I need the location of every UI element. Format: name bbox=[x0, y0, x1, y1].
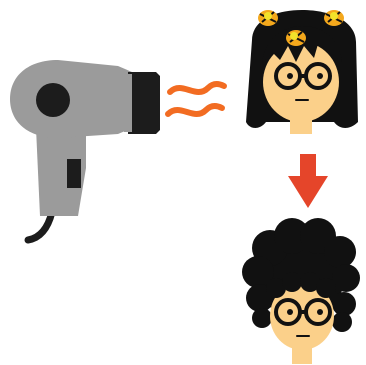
arrow-down-icon bbox=[288, 154, 328, 208]
curler-center bbox=[286, 30, 306, 46]
heat-wave-bottom bbox=[168, 106, 222, 114]
heat-wave-top bbox=[170, 84, 224, 92]
dryer-body bbox=[10, 60, 132, 138]
eye-left bbox=[287, 309, 293, 315]
person-long-hair-curlers-icon bbox=[246, 10, 358, 134]
dryer-vent bbox=[36, 83, 70, 117]
dryer-cord bbox=[28, 212, 52, 240]
dryer-switch bbox=[67, 159, 81, 188]
dryer-nozzle-ring bbox=[124, 74, 132, 132]
heat-waves-icon bbox=[168, 84, 224, 114]
curler-left bbox=[258, 10, 278, 26]
dryer-nozzle bbox=[128, 72, 160, 134]
hair-dryer-icon bbox=[10, 60, 160, 240]
curler-right bbox=[324, 10, 344, 26]
person-curly-afro-hair-icon bbox=[242, 218, 360, 364]
eye-right bbox=[317, 309, 323, 315]
eye-left bbox=[287, 73, 293, 79]
eye-right bbox=[317, 73, 323, 79]
